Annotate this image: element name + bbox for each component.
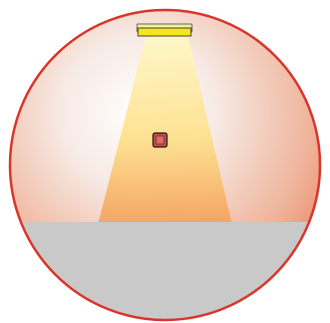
ceiling-light-icon — [137, 24, 192, 36]
small-box-icon — [153, 133, 167, 147]
floor — [0, 222, 330, 323]
